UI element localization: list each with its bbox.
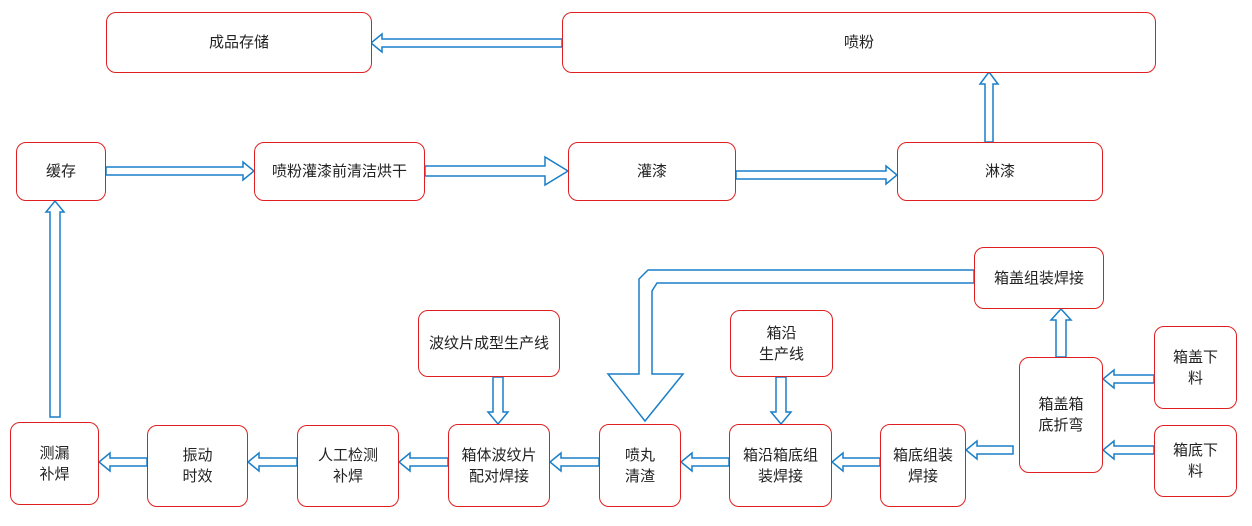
arrow-bending-to-bottom-assembly [964, 439, 1014, 461]
node-manual-inspect-repair: 人工检测 补焊 [297, 425, 399, 507]
arrow-lid-blanking-to-bending [1101, 368, 1155, 390]
node-bottom-blanking: 箱底下料 [1154, 425, 1237, 497]
arrow-shot-blast-to-body-weld [548, 451, 600, 473]
node-lid-assembly-weld: 箱盖组装焊接 [974, 247, 1104, 309]
node-edge-line: 箱沿 生产线 [730, 310, 833, 377]
arrow-paint-shower-to-powder-spray [978, 70, 1000, 143]
node-body-corrugated-weld: 箱体波纹片配对焊接 [448, 424, 550, 507]
arrow-edge-bottom-to-shot-blast [679, 451, 730, 473]
arrow-leak-test-to-buffer [44, 199, 66, 418]
arrow-buffer-to-clean-dry [105, 160, 256, 182]
arrow-corrugated-line-to-body-weld [486, 376, 510, 426]
arrow-body-weld-to-manual [397, 451, 449, 473]
arrow-bending-to-lid-assembly [1049, 307, 1073, 358]
node-lid-blanking: 箱盖下料 [1154, 326, 1237, 409]
arrow-manual-to-vibration [246, 451, 298, 473]
node-paint-pouring: 灌漆 [568, 142, 736, 201]
node-pre-spray-clean-dry: 喷粉灌漆前清洁烘干 [254, 142, 425, 201]
node-powder-spray: 喷粉 [562, 12, 1156, 73]
arrow-powder-spray-to-finished-storage [369, 32, 563, 54]
node-leak-test-repair: 测漏 补焊 [10, 422, 99, 505]
node-buffer: 缓存 [16, 142, 106, 201]
node-paint-shower: 淋漆 [897, 142, 1103, 201]
node-lid-bottom-bending: 箱盖箱底折弯 [1019, 357, 1103, 473]
arrow-vibration-to-leak-test [97, 451, 148, 473]
node-finished-storage: 成品存储 [106, 12, 372, 73]
node-bottom-assembly-weld: 箱底组装焊接 [880, 424, 966, 507]
arrow-bottom-assembly-to-edge-bottom [830, 451, 881, 473]
arrow-edge-line-to-edge-bottom [769, 376, 793, 426]
node-corrugated-line: 波纹片成型生产线 [418, 310, 560, 377]
arrow-bottom-blanking-to-bending [1101, 439, 1155, 461]
arrow-lid-assembly-to-shot-blast [606, 269, 975, 423]
node-shot-blast-clean: 喷丸 清渣 [599, 424, 681, 507]
node-vibration-aging: 振动 时效 [147, 425, 248, 507]
arrow-clean-dry-to-paint-pouring [424, 155, 570, 187]
node-edge-bottom-weld: 箱沿箱底组装焊接 [729, 424, 832, 507]
arrow-paint-pouring-to-paint-shower [735, 164, 899, 186]
